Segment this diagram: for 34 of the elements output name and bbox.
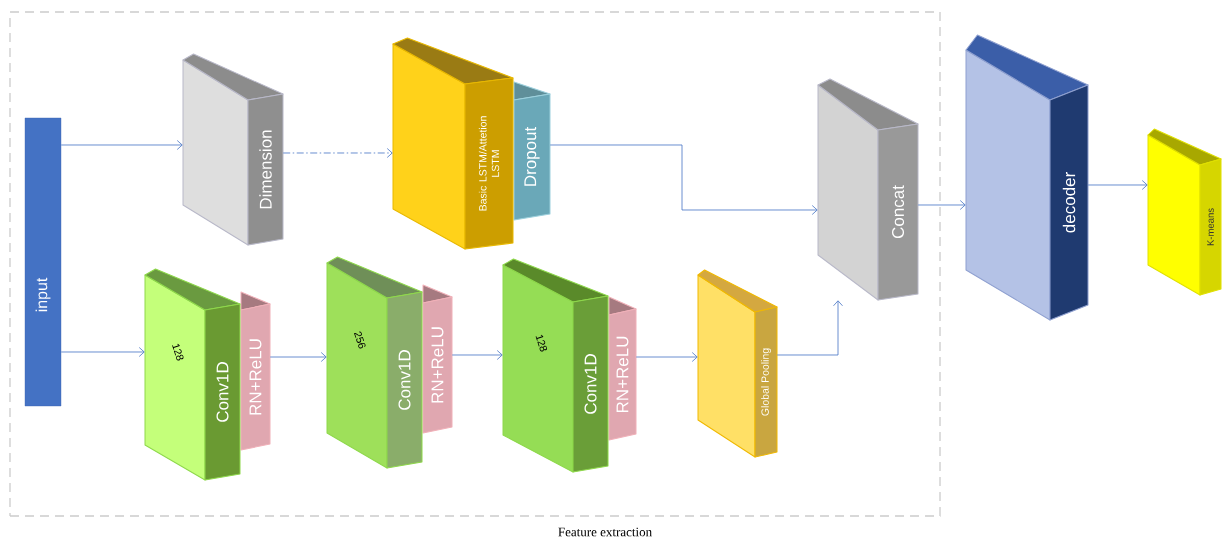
arrow [549, 144, 818, 215]
arrow [60, 140, 183, 150]
node-label: Concat [891, 185, 905, 239]
node-label: Dimension [259, 130, 272, 209]
node-label: Basic LSTM/Attetion LSTM [478, 116, 500, 211]
layer-block: Basic LSTM/Attetion LSTM [392, 37, 514, 250]
node-label: Global Pooling [761, 348, 771, 416]
arrow [776, 300, 843, 356]
node-label: Conv1D [584, 354, 597, 414]
layer-block: Concat [817, 78, 919, 301]
layer-block: Dropout [513, 81, 551, 221]
layer-block: RN+ReLU [240, 291, 271, 451]
arrow [1087, 180, 1148, 190]
node-label: decoder [1062, 172, 1076, 233]
layer-block: 128 Conv1D [502, 258, 609, 473]
layer-block: decoder [965, 34, 1089, 321]
frame-caption: Feature extraction [558, 527, 652, 537]
input-bar: input [24, 117, 62, 407]
arrow [917, 200, 966, 210]
layer-block: Dimension [182, 53, 284, 246]
node-label: K-means [1207, 208, 1214, 246]
arrow [269, 352, 327, 362]
layer-block: 256 Conv1D [326, 256, 423, 469]
layer-block: RN+ReLU [422, 284, 453, 434]
layer-block: 128 Conv1D [144, 268, 241, 481]
arrow [451, 350, 503, 360]
arrow [635, 352, 698, 362]
layer-block: Global Pooling [697, 269, 778, 458]
layer-block: K-means [1147, 128, 1222, 296]
layer-block: RN+ReLU [608, 296, 637, 441]
arrow [60, 347, 145, 357]
arrow [282, 148, 393, 158]
node-label: Conv1D [216, 362, 229, 422]
node-label: Conv1D [398, 350, 411, 410]
